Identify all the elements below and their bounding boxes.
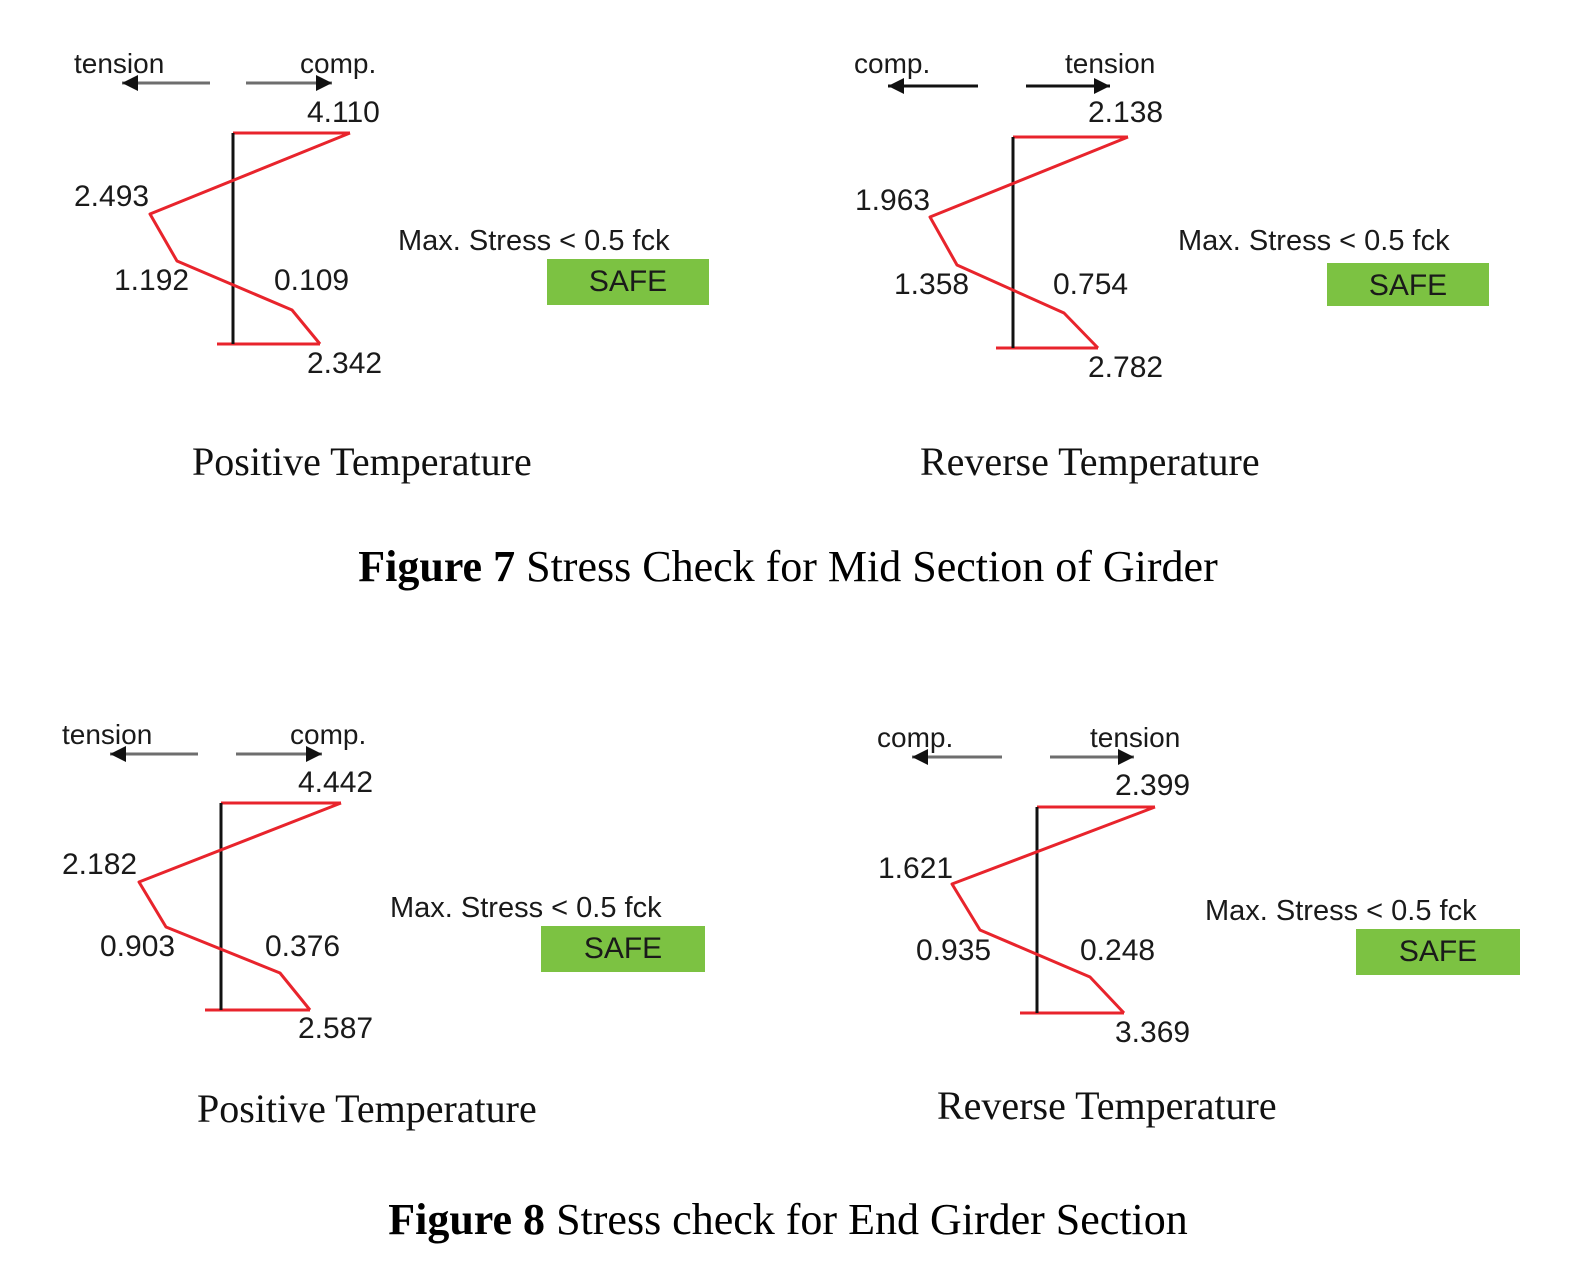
upper-left-stress-value: 1.621 (878, 852, 954, 885)
top-stress-value: 2.138 (1088, 96, 1164, 129)
upper-left-stress-value: 2.182 (62, 848, 138, 881)
safe-status-badge: SAFE (588, 265, 668, 298)
left-arrow-icon (110, 746, 126, 762)
left-arrow-icon (888, 78, 904, 94)
bottom-stress-value: 2.782 (1088, 351, 1164, 384)
lower-right-stress-value: 0.376 (265, 930, 341, 963)
figure-caption-text: Stress Check for Mid Section of Girder (515, 542, 1218, 591)
upper-left-stress-value: 2.493 (74, 180, 150, 213)
figure-number: Figure 7 (358, 542, 516, 591)
compression-arrow-label: comp. (290, 719, 367, 750)
safe-badge-fill (547, 259, 709, 305)
top-stress-value: 4.110 (307, 96, 380, 129)
lower-left-stress-value: 1.358 (894, 268, 970, 301)
tension-arrow-label: tension (62, 719, 153, 750)
figure-number: Figure 8 (388, 1195, 546, 1244)
bottom-stress-value: 3.369 (1115, 1016, 1191, 1049)
safe-badge-fill (1327, 263, 1489, 306)
stress-profile-line (137, 801, 342, 1011)
tension-arrow-label: tension (1065, 48, 1156, 79)
panel-subtitle: Reverse Temperature (920, 439, 1260, 484)
top-stress-value: 4.442 (298, 766, 374, 799)
lower-left-stress-value: 0.903 (100, 930, 176, 963)
compression-arrow-label: comp. (877, 722, 954, 753)
bottom-stress-value: 2.342 (307, 347, 383, 380)
stress-profile-line (928, 135, 1129, 350)
stress-profile-line (950, 805, 1156, 1015)
figure-caption: Figure 7 Stress Check for Mid Section of… (0, 545, 1576, 589)
compression-arrow-label: comp. (854, 48, 931, 79)
safe-status-badge: SAFE (583, 932, 663, 965)
bottom-stress-value: 2.587 (298, 1012, 374, 1045)
lower-right-stress-value: 0.754 (1053, 268, 1129, 301)
panel-subtitle: Positive Temperature (192, 439, 532, 484)
safe-badge-fill (1356, 929, 1520, 975)
left-arrow-icon (122, 75, 138, 91)
safe-badge-fill (541, 926, 705, 972)
safe-status-badge: SAFE (1368, 269, 1448, 302)
compression-arrow-label: comp. (300, 48, 377, 79)
tension-arrow-label: tension (74, 48, 165, 79)
max-stress-check-text: Max. Stress < 0.5 fck (390, 892, 662, 924)
panel-subtitle: Positive Temperature (197, 1086, 537, 1131)
safe-status-badge: SAFE (1398, 935, 1478, 968)
max-stress-check-text: Max. Stress < 0.5 fck (1205, 895, 1477, 927)
tension-arrow-label: tension (1090, 722, 1181, 753)
max-stress-check-text: Max. Stress < 0.5 fck (1178, 225, 1450, 257)
right-arrow-icon (316, 75, 332, 91)
left-arrow-icon (912, 749, 928, 765)
top-stress-value: 2.399 (1115, 769, 1191, 802)
figure-caption-text: Stress check for End Girder Section (545, 1195, 1188, 1244)
stress-profile-line (148, 131, 351, 345)
max-stress-check-text: Max. Stress < 0.5 fck (398, 225, 670, 257)
right-arrow-icon (1118, 749, 1134, 765)
panel-subtitle: Reverse Temperature (937, 1083, 1277, 1128)
lower-left-stress-value: 1.192 (114, 264, 190, 297)
figure-caption: Figure 8 Stress check for End Girder Sec… (0, 1198, 1576, 1242)
lower-left-stress-value: 0.935 (916, 934, 992, 967)
right-arrow-icon (306, 746, 322, 762)
right-arrow-icon (1094, 78, 1110, 94)
upper-left-stress-value: 1.963 (855, 184, 931, 217)
lower-right-stress-value: 0.248 (1080, 934, 1156, 967)
lower-right-stress-value: 0.109 (274, 264, 350, 297)
